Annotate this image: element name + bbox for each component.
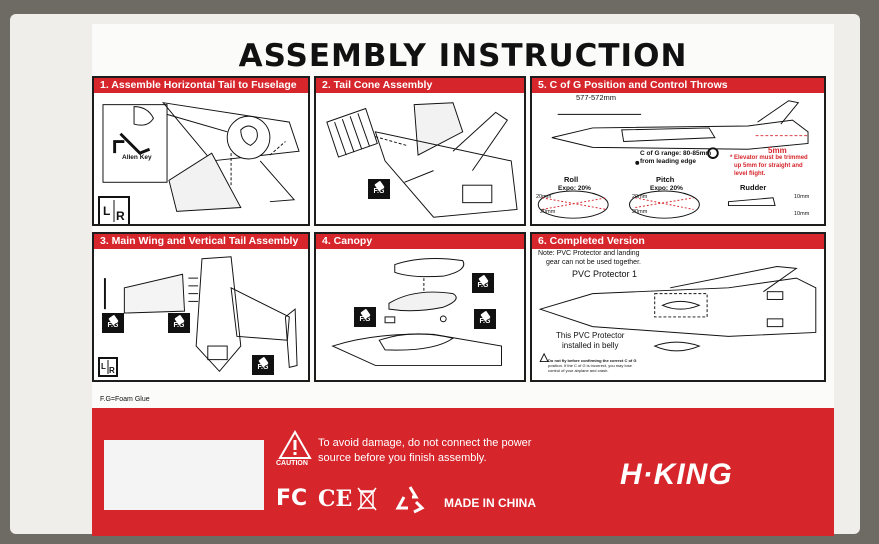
cg-distance: 577-572mm bbox=[576, 93, 617, 102]
allen-key-label: Allen Key bbox=[122, 154, 152, 161]
cg-warning-2: position. If the C of G is incorrect, yo… bbox=[548, 363, 632, 368]
foam-glue-icon: F.G bbox=[354, 307, 376, 327]
pvc-protector-label: PVC Protector 1 bbox=[572, 269, 638, 279]
pitch-up-mm: 20mm bbox=[632, 194, 648, 200]
label-area bbox=[104, 440, 264, 510]
pitch-expo: Expo: 20% bbox=[650, 185, 683, 192]
belly-note-1: This PVC Protector bbox=[556, 331, 625, 340]
svg-text:L: L bbox=[103, 204, 110, 218]
recycle-icon bbox=[395, 486, 425, 514]
fc-logo: FC bbox=[276, 486, 308, 511]
panel-illustration: F.G F.G F.G bbox=[316, 249, 524, 380]
canopy-drawing bbox=[331, 258, 502, 366]
rudder-right-mm: 10mm bbox=[794, 211, 810, 217]
cg-from-leading-edge: from leading edge bbox=[640, 158, 696, 165]
rudder-label: Rudder bbox=[740, 183, 767, 192]
svg-text:L: L bbox=[101, 362, 106, 371]
panel-canopy: 4. Canopy F.G F.G F.G bbox=[314, 232, 526, 382]
foam-glue-icon: F.G bbox=[168, 313, 190, 333]
weee-bin-icon bbox=[357, 487, 377, 511]
svg-text:R: R bbox=[116, 209, 125, 223]
panel-tail-cone: 2. Tail Cone Assembly F.G bbox=[314, 76, 526, 226]
panel-title: 4. Canopy bbox=[316, 234, 524, 249]
rudder-left-mm: 10mm bbox=[794, 194, 810, 200]
belly-note-2: installed in belly bbox=[562, 341, 619, 350]
panel-main-wing: 3. Main Wing and Vertical Tail Assembly … bbox=[92, 232, 310, 382]
brand-logo: H·KING bbox=[620, 458, 733, 491]
foam-glue-icon: F.G bbox=[472, 273, 494, 293]
cg-warning-1: Do not fly before confirming the correct… bbox=[548, 358, 637, 363]
panel-title: 3. Main Wing and Vertical Tail Assembly bbox=[94, 234, 308, 249]
elevator-note-1: * Elevator must be trimmed bbox=[730, 155, 808, 161]
roll-up-mm: 20mm bbox=[536, 194, 552, 200]
cg-range: C of G range: 80-85mm bbox=[640, 150, 712, 157]
note-line-1: Note: PVC Protector and landing bbox=[538, 250, 640, 257]
svg-text:R: R bbox=[109, 366, 115, 375]
foam-glue-icon: F.G bbox=[252, 355, 274, 375]
caution-line-1: To avoid damage, do not connect the powe… bbox=[318, 437, 532, 449]
panel-completed-version: 6. Completed Version Note: PVC Protector… bbox=[530, 232, 826, 382]
caution-label: CAUTION bbox=[276, 460, 308, 467]
panel-title: 6. Completed Version bbox=[532, 234, 824, 249]
panel-illustration: Note: PVC Protector and landing gear can… bbox=[532, 249, 824, 380]
panel-title: 1. Assemble Horizontal Tail to Fuselage bbox=[94, 78, 308, 93]
note-line-2: gear can not be used together. bbox=[546, 259, 641, 266]
panel-title: 2. Tail Cone Assembly bbox=[316, 78, 524, 93]
foam-glue-icon: F.G bbox=[368, 179, 390, 199]
panel-illustration: 577-572mm C of G range: 80-85mm from lea… bbox=[532, 93, 824, 224]
instruction-sheet: ASSEMBLY INSTRUCTION 1. Assemble Horizon… bbox=[92, 24, 834, 536]
main-wing-drawing bbox=[103, 256, 298, 372]
panel-illustration: F.G bbox=[316, 93, 524, 224]
horizontal-tail-drawing bbox=[102, 102, 300, 212]
foam-glue-icon: F.G bbox=[474, 309, 496, 329]
cg-warning-3: control of your airplane and crash. bbox=[548, 368, 609, 373]
pitch-down-mm: 20mm bbox=[632, 209, 648, 215]
panel-horizontal-tail: 1. Assemble Horizontal Tail to Fuselage … bbox=[92, 76, 310, 226]
ce-logo: CE bbox=[318, 486, 353, 512]
panel-title: 5. C of G Position and Control Throws bbox=[532, 78, 824, 93]
foam-glue-legend: F.G=Foam Glue bbox=[100, 396, 150, 403]
tail-cone-drawing bbox=[326, 102, 518, 218]
roll-expo: Expo: 20% bbox=[558, 185, 591, 192]
elevator-note-3: level flight. bbox=[734, 171, 766, 177]
cg-throws-drawing bbox=[537, 100, 809, 219]
caution-message: To avoid damage, do not connect the powe… bbox=[318, 436, 598, 466]
foam-glue-icon: F.G bbox=[102, 313, 124, 333]
pitch-label: Pitch bbox=[656, 175, 675, 184]
panel-cg-control-throws: 5. C of G Position and Control Throws 57… bbox=[530, 76, 826, 226]
elevator-trim-mm: 5mm bbox=[768, 146, 787, 155]
caution-icon bbox=[278, 430, 312, 459]
caution-line-2: source before you finish assembly. bbox=[318, 452, 487, 464]
roll-down-mm: 20mm bbox=[540, 209, 556, 215]
made-in-china: MADE IN CHINA bbox=[444, 496, 536, 510]
roll-label: Roll bbox=[564, 175, 579, 184]
elevator-note-2: up 5mm for straight and bbox=[734, 163, 803, 169]
page-title: ASSEMBLY INSTRUCTION bbox=[238, 38, 688, 74]
completed-plane-drawing bbox=[538, 265, 817, 363]
